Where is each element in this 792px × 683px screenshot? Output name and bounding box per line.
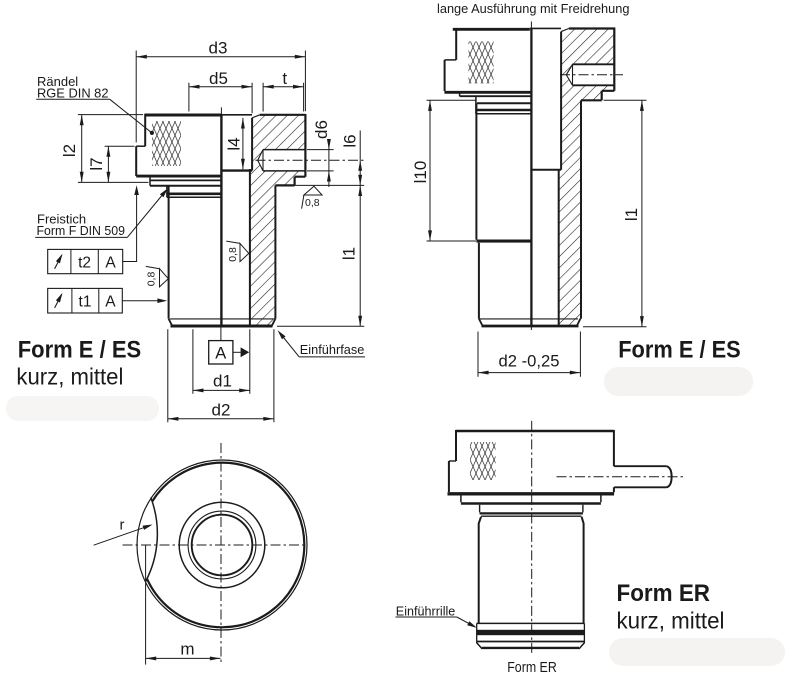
svg-text:t: t — [282, 69, 287, 88]
svg-text:d3: d3 — [209, 39, 228, 58]
svg-text:l2: l2 — [60, 144, 79, 157]
svg-text:Einführrille: Einführrille — [396, 604, 456, 619]
svg-text:0,8: 0,8 — [305, 197, 320, 209]
svg-text:Freistich: Freistich — [37, 211, 86, 226]
svg-text:kurz, mittel: kurz, mittel — [617, 608, 725, 634]
svg-text:d6: d6 — [312, 120, 331, 139]
svg-text:lange Ausführung mit Freidrehu: lange Ausführung mit Freidrehung — [437, 1, 630, 16]
svg-text:Rändel: Rändel — [37, 74, 78, 89]
svg-text:Form E / ES: Form E / ES — [18, 337, 142, 364]
svg-text:0,8: 0,8 — [227, 247, 239, 262]
svg-text:d1: d1 — [213, 372, 232, 391]
svg-text:l4: l4 — [225, 137, 244, 150]
svg-text:Form ER: Form ER — [507, 659, 557, 676]
svg-text:Einführfase: Einführfase — [300, 342, 365, 357]
svg-text:t1: t1 — [79, 293, 92, 310]
svg-text:m: m — [180, 640, 194, 659]
svg-text:RGE DIN 82: RGE DIN 82 — [37, 85, 109, 100]
svg-text:l6: l6 — [341, 134, 360, 147]
svg-text:d2: d2 — [212, 401, 231, 420]
svg-text:d2 -0,25: d2 -0,25 — [499, 352, 560, 371]
svg-text:A: A — [215, 345, 226, 363]
svg-text:l1: l1 — [340, 247, 359, 260]
svg-text:0,8: 0,8 — [145, 272, 157, 287]
svg-text:l1: l1 — [622, 208, 641, 221]
svg-text:l7: l7 — [87, 157, 106, 170]
svg-text:Form E / ES: Form E / ES — [618, 337, 741, 364]
svg-text:Form F DIN 509: Form F DIN 509 — [37, 223, 126, 238]
svg-text:t2: t2 — [78, 254, 91, 271]
svg-text:Form ER: Form ER — [617, 580, 711, 607]
svg-text:A: A — [105, 293, 116, 310]
svg-text:kurz, mittel: kurz, mittel — [16, 364, 123, 390]
svg-text:r: r — [120, 517, 125, 534]
svg-text:d5: d5 — [209, 69, 228, 88]
svg-text:A: A — [105, 254, 116, 271]
svg-text:l10: l10 — [411, 161, 430, 184]
